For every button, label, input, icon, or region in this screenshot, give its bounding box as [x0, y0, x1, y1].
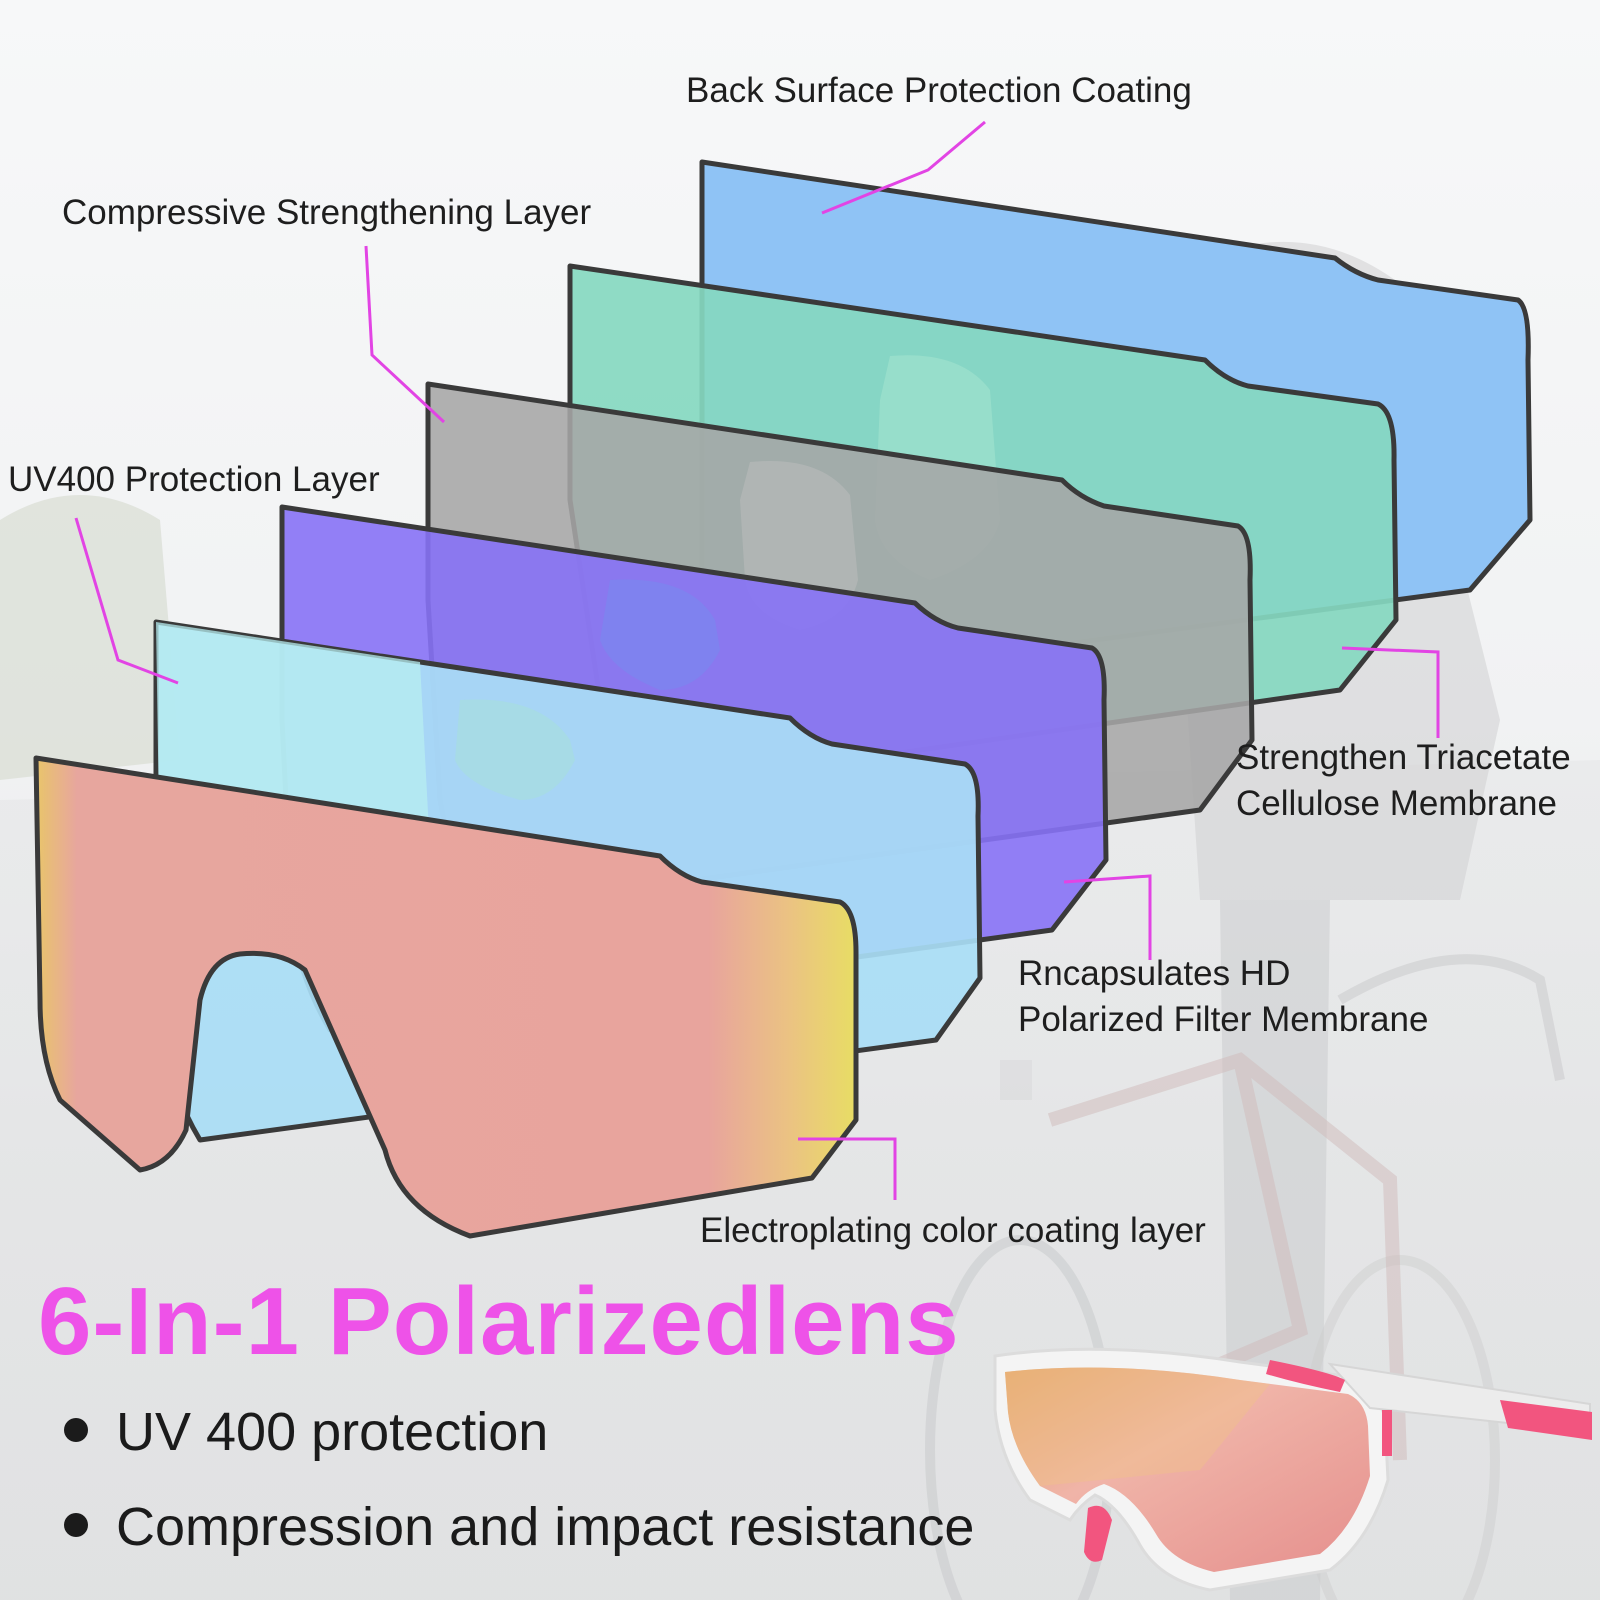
glasses-product-image	[993, 1347, 1592, 1592]
label-back-surface: Back Surface Protection Coating	[686, 71, 1192, 110]
lens-layer-front-pink	[33, 755, 859, 1239]
leader-back-surface	[821, 120, 986, 215]
label-uv400-layer: UV400 Protection Layer	[8, 460, 380, 499]
leader-uv400	[74, 517, 179, 685]
headline: 6-In-1 Polarizedlens	[38, 1268, 960, 1375]
leader-compressive	[364, 245, 446, 424]
bullet-item: UV 400 protection	[64, 1402, 548, 1462]
bullet-text: Compression and impact resistance	[116, 1497, 975, 1557]
leader-electroplating	[798, 1137, 897, 1200]
bullet-dot-icon	[64, 1417, 88, 1442]
label-tac-membrane: Strengthen Triacetate Cellulose Membrane	[1236, 738, 1571, 823]
bullet-text: UV 400 protection	[116, 1402, 549, 1462]
label-compressive: Compressive Strengthening Layer	[62, 193, 592, 232]
leader-tac	[1341, 646, 1440, 738]
label-hd-filter: Rncapsulates HD Polarized Filter Membran…	[1018, 954, 1429, 1039]
label-electroplating: Electroplating color coating layer	[700, 1211, 1206, 1250]
bullet-item: Compression and impact resistance	[64, 1497, 974, 1557]
bullet-dot-icon	[64, 1512, 88, 1537]
leader-hd	[1063, 874, 1152, 960]
